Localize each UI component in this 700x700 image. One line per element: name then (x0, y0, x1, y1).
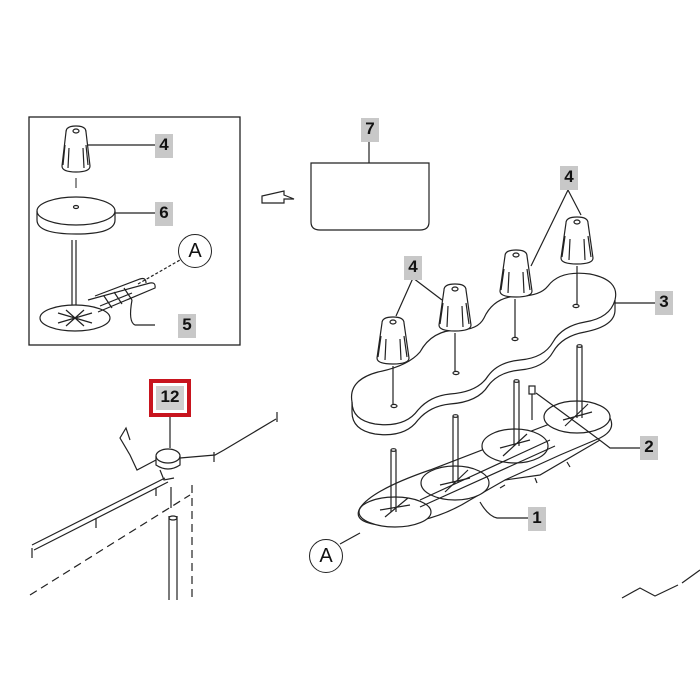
spool-cap-icon-3 (499, 249, 533, 337)
callout-12-highlighted[interactable]: 12 (149, 379, 191, 417)
spool-cap-icon-1 (376, 316, 410, 404)
arrow-right-icon (261, 190, 295, 204)
callout-4-front: 4 (404, 256, 422, 280)
detail-marker-a-inset: A (178, 234, 212, 268)
spool-pins (390, 344, 583, 512)
callout-4-inset: 4 (155, 134, 173, 158)
detail-marker-a-main: A (309, 539, 343, 573)
blank-part-box (310, 162, 430, 231)
spool-base-plate-icon (350, 272, 617, 436)
callout-4-rear: 4 (560, 166, 578, 190)
spool-stand-base-icon (357, 400, 613, 528)
callout-5-inset: 5 (178, 314, 196, 338)
thread-guide-icon (31, 412, 278, 558)
callout-7: 7 (361, 118, 379, 142)
callout-1: 1 (528, 507, 546, 531)
spool-cap-icon-2 (438, 283, 472, 371)
screw-icon (528, 385, 536, 420)
inset-frame (28, 116, 241, 346)
callout-3: 3 (655, 291, 673, 315)
callout-6-inset: 6 (155, 202, 173, 226)
callout-2: 2 (640, 436, 658, 460)
inset-pin-base-icon (39, 277, 156, 332)
spool-cap-icon-4 (560, 216, 594, 304)
inset-spool-cap-icon (61, 125, 91, 173)
inset-felt-disc-icon (36, 196, 116, 235)
